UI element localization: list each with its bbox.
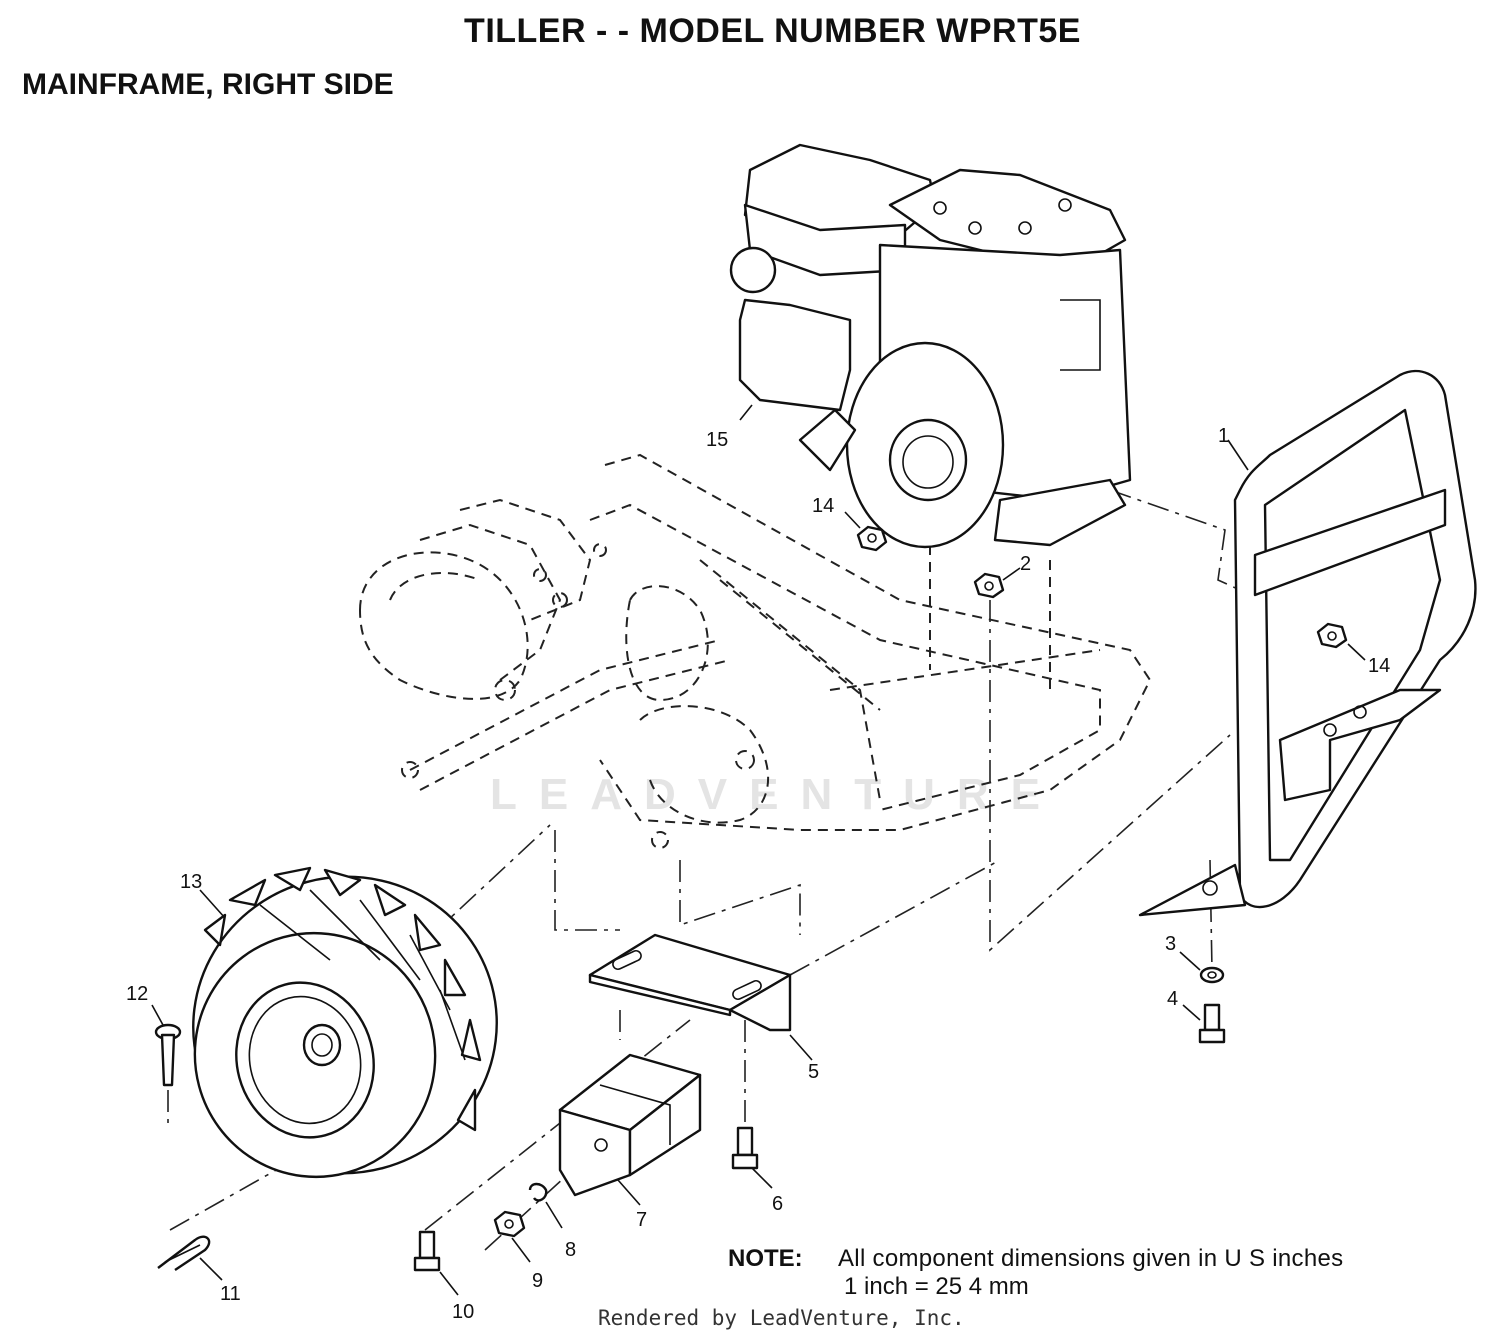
callout-14-guard: 14 bbox=[1368, 655, 1390, 677]
engine-part-15[interactable] bbox=[729, 143, 1132, 549]
callout-7: 7 bbox=[636, 1209, 647, 1231]
bolt-part-4[interactable] bbox=[1182, 1003, 1226, 1044]
washer-part-3[interactable] bbox=[1179, 951, 1225, 984]
flange-nut-part-14[interactable] bbox=[844, 511, 1366, 661]
bumper-guard-part-1[interactable] bbox=[1138, 369, 1477, 917]
callout-9: 9 bbox=[532, 1270, 543, 1292]
hex-nut-part-9[interactable] bbox=[493, 1210, 531, 1263]
page-title: TILLER - - MODEL NUMBER WPRT5E bbox=[464, 12, 1081, 50]
callout-2: 2 bbox=[1020, 553, 1031, 575]
callout-14-engine: 14 bbox=[812, 495, 834, 517]
hairpin-clip-part-11[interactable] bbox=[157, 1235, 223, 1281]
callout-3: 3 bbox=[1165, 933, 1176, 955]
weight-block-part-7[interactable] bbox=[558, 1053, 702, 1206]
callout-11: 11 bbox=[220, 1283, 241, 1305]
callout-numbers: 1 2 3 4 5 6 7 8 9 10 11 12 13 14 14 15 bbox=[126, 425, 1390, 1323]
callout-8: 8 bbox=[565, 1239, 576, 1261]
bracket-part-5[interactable] bbox=[588, 933, 813, 1061]
page-subtitle: MAINFRAME, RIGHT SIDE bbox=[22, 68, 394, 101]
lock-washer-part-8[interactable] bbox=[528, 1182, 563, 1229]
callout-4: 4 bbox=[1167, 988, 1178, 1010]
note-text-line-2: 1 inch = 25 4 mm bbox=[844, 1273, 1029, 1300]
callout-1: 1 bbox=[1218, 425, 1229, 447]
callout-13: 13 bbox=[180, 871, 202, 893]
callout-5: 5 bbox=[808, 1061, 819, 1083]
bolt-part-6[interactable] bbox=[731, 1126, 773, 1189]
callout-12: 12 bbox=[126, 983, 148, 1005]
footer-credit: Rendered by LeadVenture, Inc. bbox=[598, 1306, 965, 1330]
callout-15: 15 bbox=[706, 429, 728, 451]
clevis-pin-part-12[interactable] bbox=[151, 1004, 182, 1087]
note-label: NOTE: bbox=[728, 1245, 803, 1272]
bolt-part-10[interactable] bbox=[413, 1230, 459, 1296]
callout-6: 6 bbox=[772, 1193, 783, 1215]
callout-10: 10 bbox=[452, 1301, 474, 1323]
wheel-tire-part-13[interactable] bbox=[160, 843, 530, 1208]
mainframe-hidden-lines bbox=[358, 453, 1152, 849]
note-text-line-1: All component dimensions given in U S in… bbox=[838, 1245, 1344, 1272]
